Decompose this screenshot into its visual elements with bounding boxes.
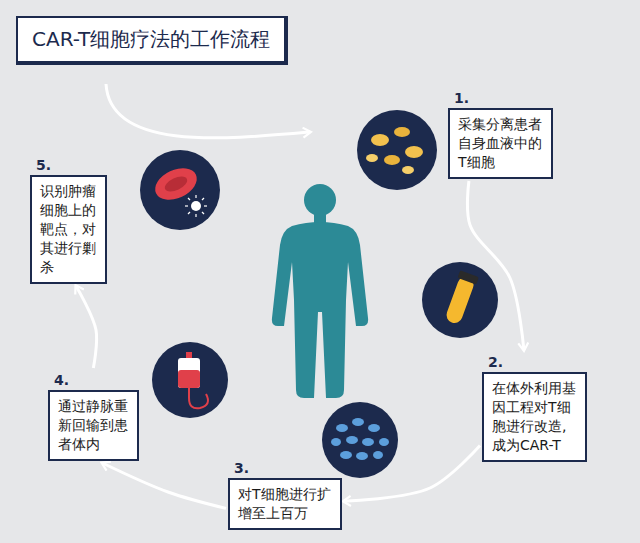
tumor-cell-icon	[140, 150, 220, 230]
step-frame: 采集分离患者自身血液中的T细胞	[448, 108, 553, 179]
flow-arrow	[76, 286, 97, 368]
step-number: 2.	[482, 352, 587, 372]
flow-arrow	[102, 463, 226, 508]
step-box: 3. 对T细胞进行扩增至上百万	[228, 458, 342, 530]
blood-cells-icon	[357, 110, 437, 190]
step-box: 5. 识别肿瘤细胞上的靶点，对其进行剿杀	[30, 155, 107, 284]
step-frame: 对T细胞进行扩增至上百万	[228, 478, 342, 530]
human-silhouette	[272, 184, 368, 398]
step-text: 采集分离患者自身血液中的T细胞	[458, 115, 543, 172]
step-box: 2. 在体外利用基因工程对T细胞进行改造,成为CAR-T	[482, 352, 587, 462]
step-text: 在体外利用基因工程对T细胞进行改造,成为CAR-T	[492, 379, 577, 455]
iv-bag-icon	[152, 342, 228, 418]
step-number: 1.	[448, 88, 553, 108]
step-number: 4.	[48, 370, 139, 390]
step-frame: 在体外利用基因工程对T细胞进行改造,成为CAR-T	[482, 372, 587, 462]
test-tube-icon	[422, 262, 498, 338]
flow-arrow	[344, 446, 480, 502]
expanded-cells-icon	[322, 402, 398, 478]
step-frame: 通过静脉重新回输到患者体内	[48, 390, 139, 461]
step-text: 对T细胞进行扩增至上百万	[238, 485, 332, 523]
step-text: 识别肿瘤细胞上的靶点，对其进行剿杀	[40, 182, 97, 277]
title-box: CAR-T细胞疗法的工作流程	[16, 16, 288, 65]
step-box: 4. 通过静脉重新回输到患者体内	[48, 370, 139, 461]
flow-arrow	[467, 181, 523, 350]
step-number: 3.	[228, 458, 342, 478]
intro-arrow	[106, 84, 310, 138]
step-frame: 识别肿瘤细胞上的靶点，对其进行剿杀	[30, 175, 107, 284]
step-box: 1. 采集分离患者自身血液中的T细胞	[448, 88, 553, 179]
step-text: 通过静脉重新回输到患者体内	[58, 397, 129, 454]
title: CAR-T细胞疗法的工作流程	[32, 26, 270, 53]
step-number: 5.	[30, 155, 107, 175]
